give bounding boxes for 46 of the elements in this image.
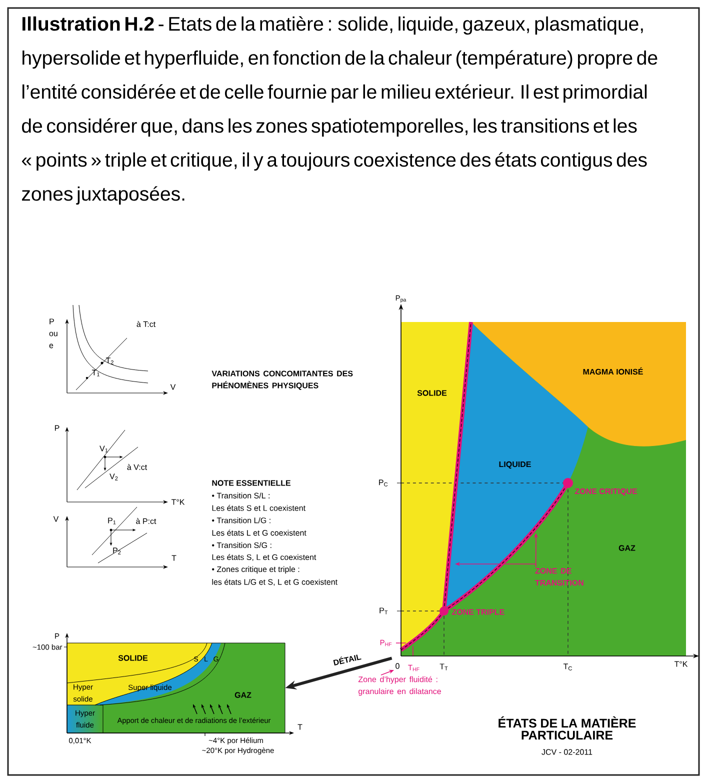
curve-label: à P:ct	[136, 518, 156, 524]
note-text: • Transition S/L :	[212, 492, 270, 498]
axis-label: P	[55, 425, 60, 431]
curve-label: T$_{2}$	[106, 358, 114, 364]
note-text: les états L/G et S, L et G coexistent	[212, 578, 338, 586]
note-text: Les états S et L coexistent	[212, 504, 306, 511]
axis-label: T°K	[674, 661, 688, 667]
note-text: Les états S, L et G coexistent	[212, 554, 316, 561]
axis-label: 0	[396, 663, 400, 669]
axis-label: T°K	[171, 499, 185, 505]
axis-label: V	[53, 516, 59, 522]
credit-text: JCV - 02-2011	[542, 749, 592, 755]
region-label: LIQUIDE	[499, 461, 531, 469]
axis-label: T	[298, 724, 302, 730]
note-text: • Transition S/G :	[212, 542, 272, 548]
curve-label: P$_{1}$	[108, 518, 116, 524]
heading: VARIATIONS CONCOMITANTES DES PHÉNOMÈNES PHYSIQUES	[212, 370, 353, 390]
edge-label: DÉTAIL	[331, 651, 363, 667]
region-label: GAZ	[234, 692, 252, 698]
region-label: GAZ	[618, 545, 636, 551]
curve-label: V$_{1}$	[100, 446, 108, 452]
curve-label: à V:ct	[127, 464, 148, 470]
note-text: • Transition L/G :	[212, 517, 270, 524]
axis-label: P$_{T}$	[380, 608, 388, 614]
curve-label: à T:ct	[136, 321, 156, 327]
axis-label: T$_{C}$	[563, 664, 572, 670]
callout-text: Zone d’hyper fluidité : granulaire en dilatance	[358, 676, 441, 696]
callout-text: ZONE DE TRANSITION	[535, 568, 584, 586]
note-text: Les états L et G coexistent	[212, 530, 306, 536]
curve-label: T$_{1}$	[92, 370, 100, 376]
axis-label: V	[170, 384, 176, 390]
axis-label: P$_{C}$	[379, 480, 388, 486]
axis-label: T	[172, 555, 176, 561]
heading: NOTE ESSENTIELLE	[212, 480, 291, 486]
point-label: ZONE CRITIQUE	[574, 488, 638, 496]
region-label: SOLIDE	[417, 390, 447, 396]
caption-text: Illustration H.2 - Etats de la matière : solide, liquide, gazeux, plasmatique, hypersolide et hyperfluide, en fonction de la chaleur (température) propre de l’entité considérée et de celle fournie par le milieu extérieur. Il est primordial de considérer que, dans les zones spatiotemporelles, les transitions et les « points » triple et critique, il y a toujours coexistence des états contigus des zones juxtaposées.	[22, 16, 658, 205]
curve-label: V$_{2}$	[110, 474, 118, 480]
region-label: MAGMA IONISÉ	[583, 367, 643, 375]
point-label: ZONE TRIPLE	[452, 609, 504, 615]
region-label: SOLIDE	[118, 655, 148, 661]
note-text: • Zones critique et triple :	[212, 566, 300, 574]
heading-text: ÉTATS DE LA MATIÈRE PARTICULAIRE	[498, 716, 636, 740]
axis-label: T$_{T}$	[440, 664, 448, 670]
axis-label: P ou e	[49, 318, 58, 348]
curve-label: P$_{2}$	[113, 548, 121, 554]
